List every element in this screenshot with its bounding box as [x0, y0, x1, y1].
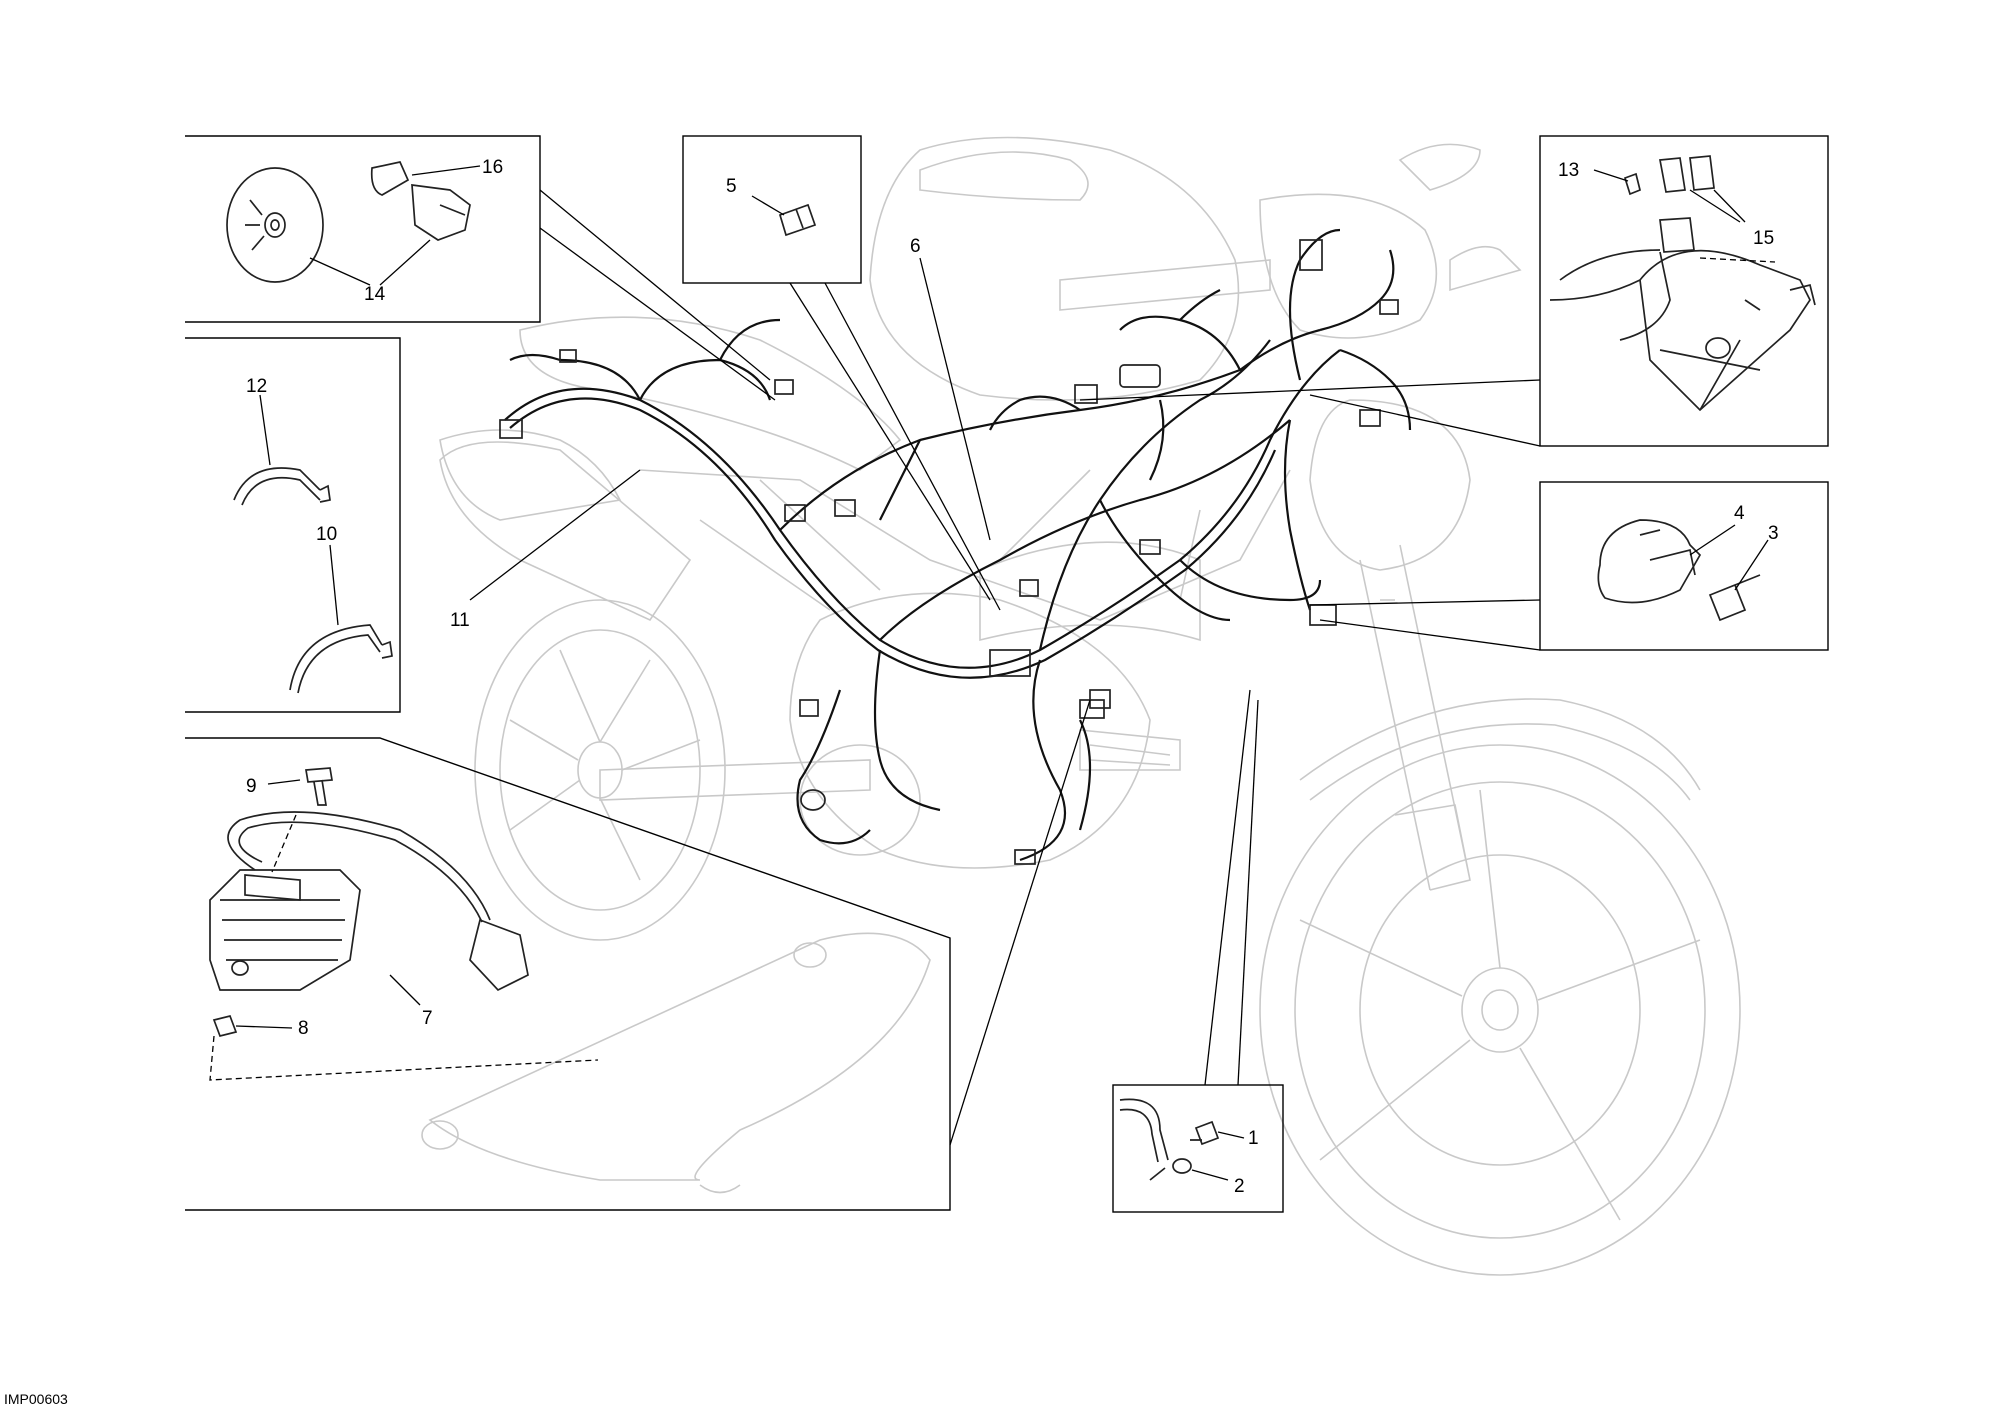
callout-4: 4 — [1734, 503, 1745, 524]
inset-box-3-4: 4 3 — [1309, 481, 1829, 651]
inset-box-5: 5 — [682, 135, 1001, 611]
inset-box-7-8-9: 9 7 8 — [185, 699, 1091, 1211]
callout-9: 9 — [246, 776, 257, 797]
clip-8-icon — [212, 1014, 238, 1038]
inset-box-13-15: 13 15 — [1079, 135, 1829, 447]
screw-9-icon — [305, 767, 333, 806]
callout-2: 2 — [1234, 1176, 1245, 1197]
callout-1: 1 — [1248, 1128, 1259, 1149]
inset-box-1-2: 1 2 — [1112, 689, 1284, 1213]
callout-12: 12 — [246, 376, 267, 397]
callout-13: 13 — [1558, 160, 1579, 181]
cable-tie-12-icon — [233, 467, 321, 501]
callout-10: 10 — [316, 524, 337, 545]
motorcycle-outline — [421, 136, 1741, 1276]
horn-icon — [1597, 519, 1702, 604]
figure-reference-code: IMP00603 — [4, 1391, 68, 1407]
callout-16: 16 — [482, 157, 503, 178]
software-disc-icon — [226, 167, 324, 283]
screw-3-icon — [1708, 574, 1761, 622]
callout-15: 15 — [1753, 228, 1774, 249]
callout-7: 7 — [422, 1008, 433, 1029]
screw-13-icon — [1623, 172, 1642, 196]
relay-icon — [1658, 157, 1686, 193]
callout-14: 14 — [364, 284, 386, 305]
washer-icon — [1172, 1158, 1192, 1174]
relay-icon — [1689, 155, 1715, 191]
main-wiring-harness — [499, 228, 1412, 865]
rear-wheel-outline — [474, 599, 726, 941]
ground-screw-icon — [1190, 1120, 1220, 1146]
callout-6: 6 — [910, 236, 921, 257]
front-wheel-outline — [1259, 744, 1741, 1276]
callout-6-group: 6 — [910, 236, 991, 541]
fuse-icon — [778, 203, 817, 237]
inset-box-10-12: 12 10 — [185, 337, 401, 713]
diagnostic-plug-icon — [370, 161, 410, 196]
cable-tie-10-icon — [289, 624, 383, 691]
inset-box-14-16: 16 14 — [185, 135, 776, 401]
voltage-regulator-icon — [209, 869, 361, 991]
callout-5: 5 — [726, 176, 737, 197]
callout-11-group: 11 — [450, 469, 641, 631]
callout-8: 8 — [298, 1018, 309, 1039]
callout-11: 11 — [450, 610, 470, 631]
callout-3: 3 — [1768, 523, 1779, 544]
